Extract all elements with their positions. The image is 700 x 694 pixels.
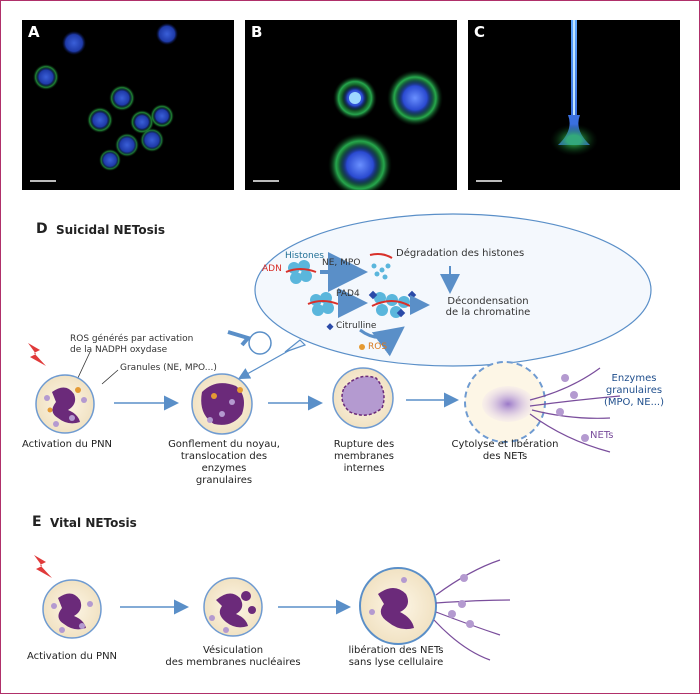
scale-bar — [30, 180, 56, 182]
step-d3-label: Rupture des membranes internes — [314, 439, 414, 475]
adn-label: ADN — [262, 264, 282, 274]
citrulline-icon — [326, 323, 334, 331]
cell-membrane-rupture-d — [332, 367, 394, 429]
decondensation-line-2: de la chromatine — [445, 307, 531, 318]
micrograph-a-image — [33, 23, 178, 171]
ros-annotation: ROS générés par activation de la NADPH o… — [70, 334, 193, 356]
section-e-title: Vital NETosis — [50, 516, 137, 530]
ros-dot-icon — [359, 344, 365, 350]
histone-cluster-icon — [285, 260, 317, 284]
section-d-letter: D — [36, 221, 48, 237]
micrograph-panel-b: B — [245, 20, 457, 190]
ros-annotation-line-1: ROS générés par activation — [70, 334, 194, 344]
lightning-icon — [28, 343, 46, 366]
scale-bar — [253, 180, 279, 182]
step-e3-label: libération des NETs sans lyse cellulaire — [336, 645, 456, 669]
histone-cluster-icon — [307, 292, 339, 316]
step-d2-line-1: Gonflement du noyau, — [168, 439, 280, 450]
cell-activation-e — [42, 579, 102, 639]
panel-letter-a: A — [28, 23, 40, 41]
step-d2-label: Gonflement du noyau, translocation des e… — [157, 439, 291, 487]
zoom-circle-icon — [248, 331, 272, 355]
micrograph-b-image — [328, 70, 443, 190]
scale-bar — [476, 180, 502, 182]
micrograph-c-image — [550, 20, 598, 156]
panel-letter-c: C — [474, 23, 486, 41]
step-d1-label: Activation du PNN — [20, 439, 114, 451]
decondensation-line-1: Décondensation — [447, 296, 529, 307]
step-e1-label: Activation du PNN — [22, 651, 122, 663]
citrullinated-histone-icon — [368, 290, 417, 318]
step-d3-line-1: Rupture des — [333, 439, 395, 450]
cell-vesiculation-e — [203, 577, 263, 637]
step-e3-line-1: libération des NETs — [348, 645, 444, 656]
step-d4-line-1: Cytolyse et libération — [451, 439, 559, 450]
degradation-label: Dégradation des histones — [396, 248, 525, 259]
cell-cytolysis-d — [464, 361, 621, 453]
step-e2-label: Vésiculation des membranes nucléaires — [163, 645, 303, 669]
enzymes-line-2: granulaires — [605, 385, 663, 396]
step-d2-line-3: granulaires — [195, 475, 253, 486]
step-d2-line-2: translocation des enzymes — [180, 451, 268, 474]
enzymes-line-3: (MPO, NE...) — [603, 397, 665, 408]
step-e2-line-1: Vésiculation — [202, 645, 264, 656]
cell-swelling-d — [191, 373, 253, 435]
pad4-label: PAD4 — [336, 289, 360, 299]
enzymes-line-1: Enzymes — [611, 373, 657, 384]
chromatin-bubble — [237, 213, 652, 380]
lightning-icon — [34, 555, 52, 578]
micrograph-panel-a: A — [22, 20, 234, 190]
panel-letter-b: B — [251, 23, 263, 41]
decondensation-label: Décondensation de la chromatine — [433, 296, 543, 318]
micrograph-panel-c: C — [468, 20, 680, 190]
histones-label: Histones — [285, 251, 324, 261]
ros-annotation-line-2: de la NADPH oxydase — [70, 345, 168, 355]
section-e-letter: E — [32, 514, 42, 530]
citrulline-label: Citrulline — [336, 321, 377, 331]
step-e3-line-2: sans lyse cellulaire — [348, 657, 444, 668]
ne-mpo-label: NE, MPO — [322, 258, 361, 268]
zoom-pointer-icon — [227, 330, 252, 347]
cell-activation-d — [35, 374, 95, 434]
enzymes-label: Enzymes granulaires (MPO, NE...) — [594, 373, 674, 409]
section-d-title: Suicidal NETosis — [56, 223, 165, 237]
nets-label: NETs — [590, 430, 614, 441]
degraded-histones-icon — [369, 253, 393, 280]
cell-nets-release-e — [359, 559, 511, 661]
step-d3-line-2: membranes internes — [334, 451, 394, 474]
step-d1-line-1: Activation du PNN — [21, 439, 113, 450]
step-d4-label: Cytolyse et libération des NETs — [440, 439, 570, 463]
step-e1-line-1: Activation du PNN — [26, 651, 118, 662]
granules-annotation: Granules (NE, MPO...) — [120, 363, 217, 373]
step-e2-line-2: des membranes nucléaires — [165, 657, 301, 668]
step-d4-line-2: des NETs — [482, 451, 528, 462]
ros-label: ROS — [368, 342, 388, 352]
